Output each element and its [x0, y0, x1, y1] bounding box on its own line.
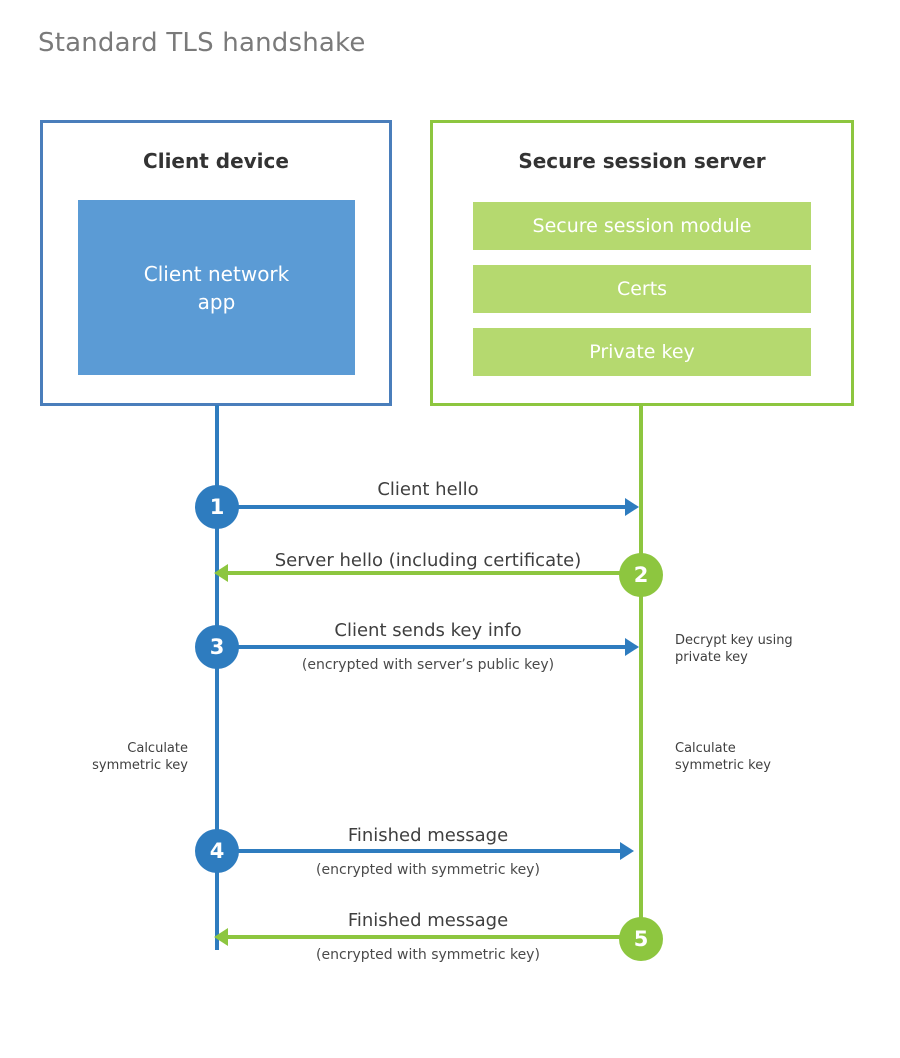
step-4-number: 4	[209, 839, 225, 863]
secure-session-server-title: Secure session server	[518, 149, 766, 173]
note-calculate-symmetric-key-client: Calculate symmetric key	[92, 741, 188, 773]
note-decrypt-key: Decrypt key using private key	[675, 633, 793, 665]
server-component-secure-session-module: Secure session module	[473, 202, 811, 250]
step-5-arrow-head-icon	[214, 928, 228, 946]
step-5-sublabel: (encrypted with symmetric key)	[316, 947, 540, 963]
step-2-number: 2	[633, 563, 649, 587]
step-1-arrow-line	[217, 505, 627, 509]
step-3-sublabel: (encrypted with server’s public key)	[301, 657, 555, 673]
server-component-private-key: Private key	[473, 328, 811, 376]
client-network-app-label: Client network app	[143, 261, 290, 314]
step-4-arrow-line	[217, 849, 622, 853]
step-4-label: Finished message	[347, 825, 509, 846]
server-lifeline	[639, 405, 643, 940]
step-4-arrow-head-icon	[620, 842, 634, 860]
step-1-arrow-head-icon	[625, 498, 639, 516]
client-network-app-box: Client network app	[78, 200, 355, 375]
client-device-panel: Client device Client network app	[40, 120, 392, 406]
page-title: Standard TLS handshake	[38, 28, 366, 58]
step-5-number: 5	[633, 927, 649, 951]
step-3-label: Client sends key info	[334, 620, 522, 641]
server-component-label: Certs	[616, 278, 668, 300]
step-4-sublabel: (encrypted with symmetric key)	[316, 862, 540, 878]
step-5-circle[interactable]: 5	[619, 917, 663, 961]
step-2-circle[interactable]: 2	[619, 553, 663, 597]
secure-session-server-panel: Secure session server Secure session mod…	[430, 120, 854, 406]
step-3-arrow-line	[217, 645, 627, 649]
step-3-arrow-head-icon	[625, 638, 639, 656]
step-2-label: Server hello (including certificate)	[274, 550, 582, 571]
step-4-circle[interactable]: 4	[195, 829, 239, 873]
step-3-circle[interactable]: 3	[195, 625, 239, 669]
step-5-label: Finished message	[347, 910, 509, 931]
step-1-label: Client hello	[377, 479, 479, 500]
client-lifeline	[215, 405, 219, 950]
step-5-arrow-line	[228, 935, 640, 939]
step-2-arrow-head-icon	[214, 564, 228, 582]
client-device-title: Client device	[143, 149, 289, 173]
server-component-certs: Certs	[473, 265, 811, 313]
step-2-arrow-line	[228, 571, 640, 575]
server-component-label: Secure session module	[532, 215, 752, 237]
note-calculate-symmetric-key-server: Calculate symmetric key	[675, 741, 771, 773]
step-3-number: 3	[209, 635, 225, 659]
step-1-number: 1	[209, 495, 225, 519]
server-component-label: Private key	[589, 341, 695, 363]
step-1-circle[interactable]: 1	[195, 485, 239, 529]
